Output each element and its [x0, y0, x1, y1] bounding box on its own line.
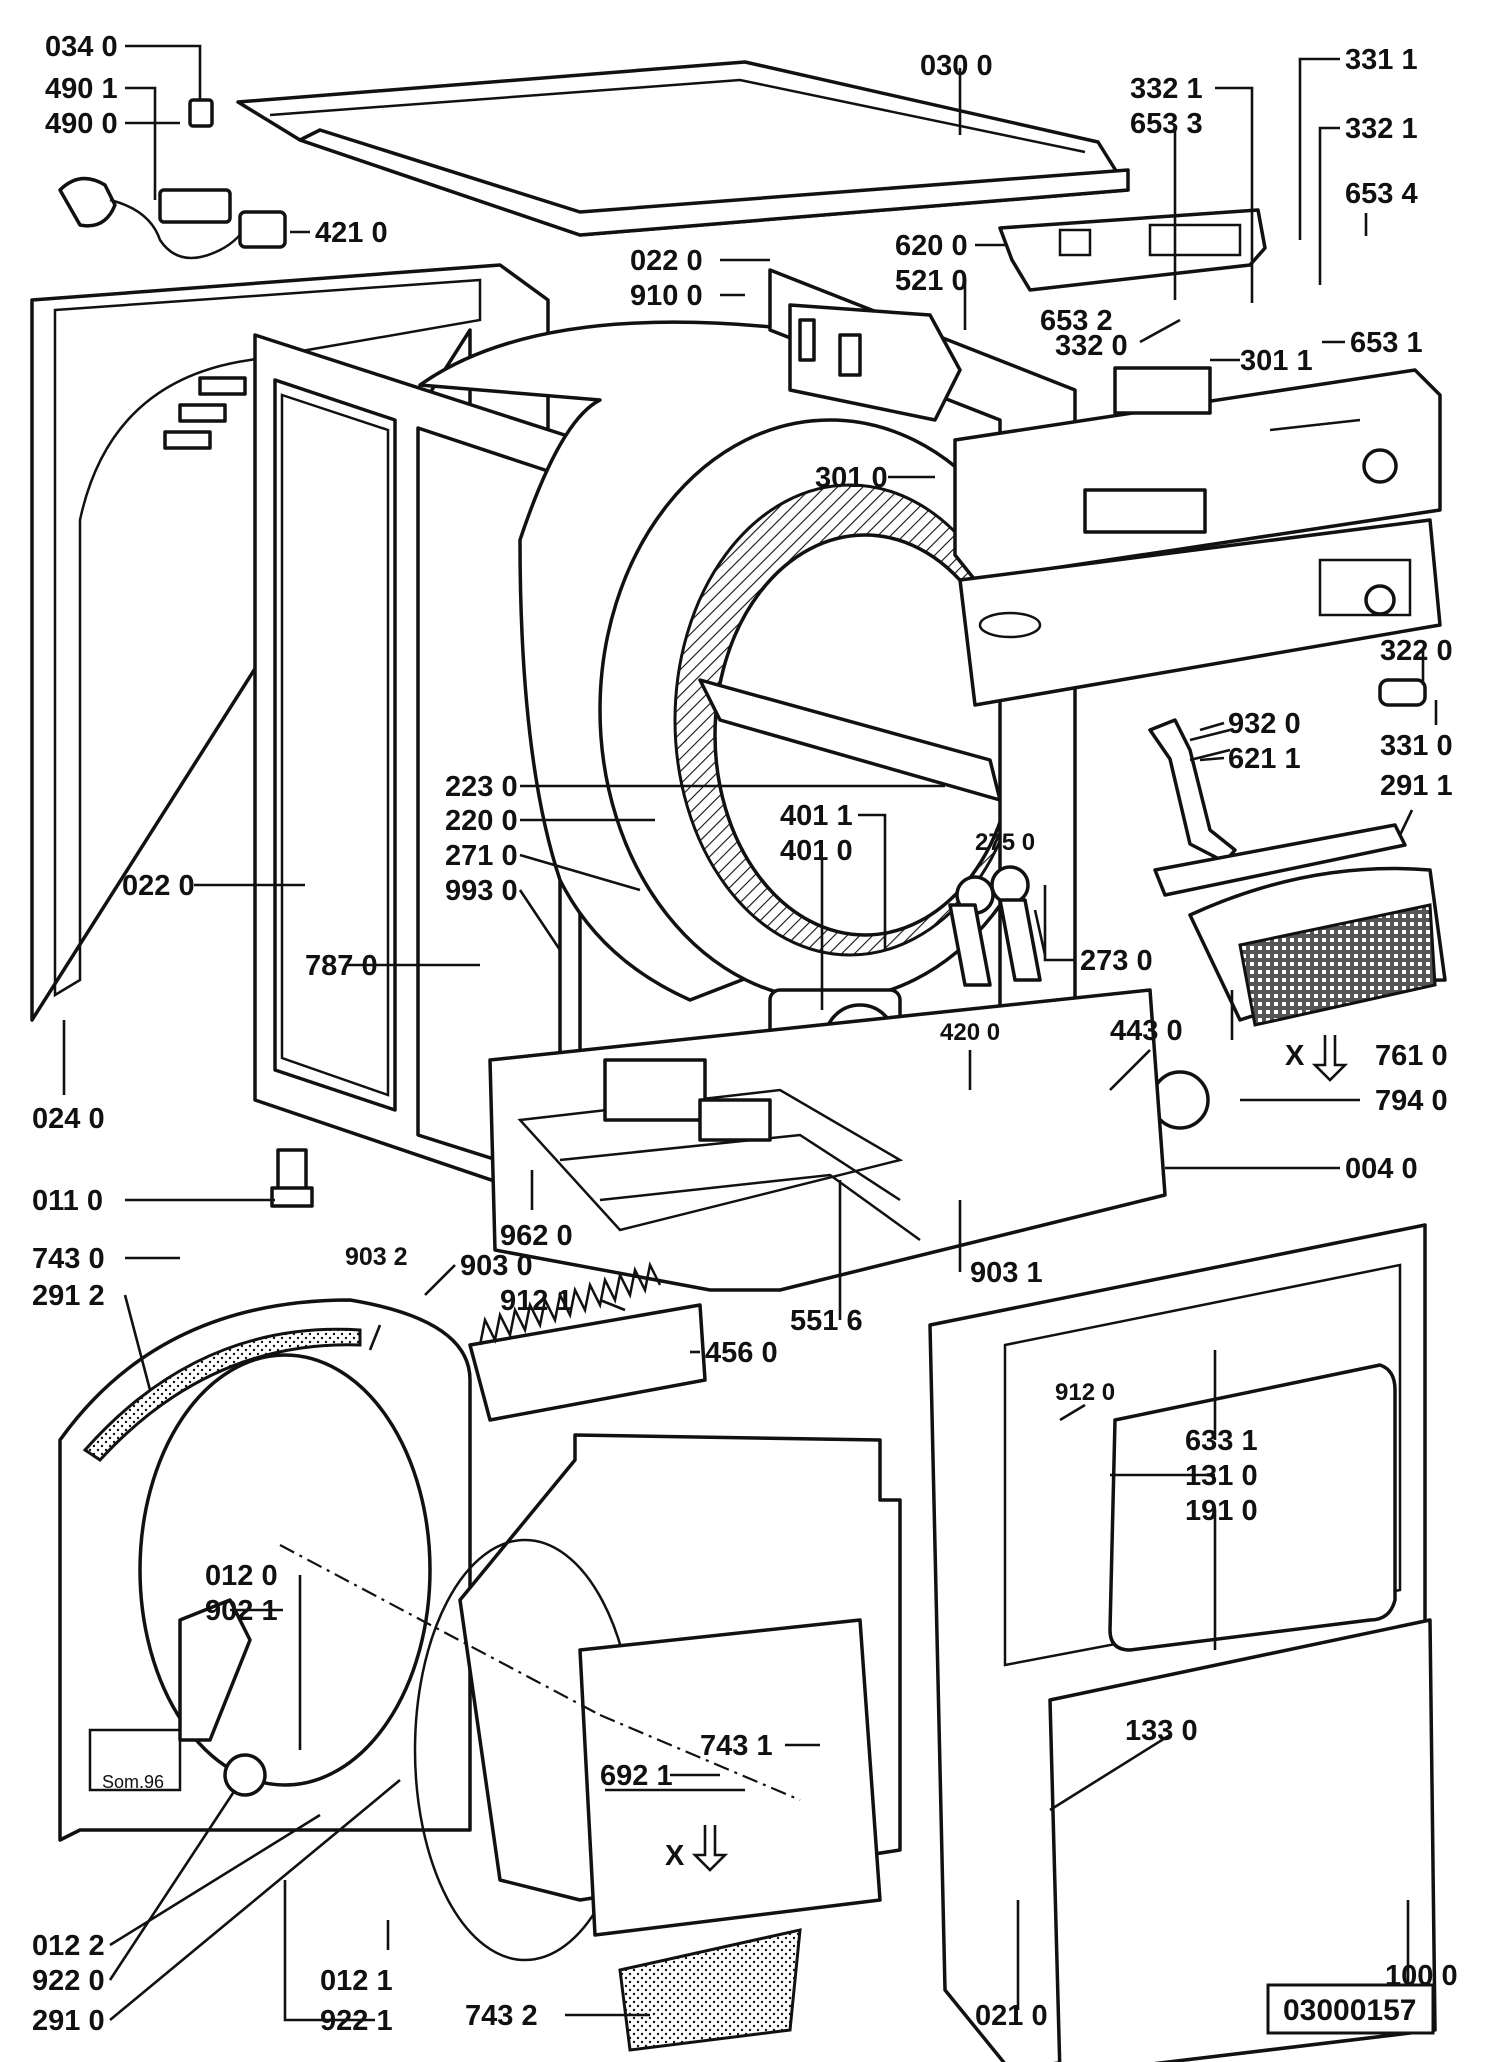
- marker-x-right: X: [1285, 1040, 1305, 1072]
- bolt: [270, 1148, 314, 1208]
- part-label: 903 2: [345, 1243, 408, 1271]
- part-label: 653 4: [1345, 178, 1418, 210]
- rear-bearing-shield: [58, 1298, 472, 1842]
- part-label: 291 1: [1380, 770, 1453, 802]
- part-label: 692 1: [600, 1760, 673, 1792]
- part-label: 012 0: [205, 1560, 278, 1592]
- part-label: 521 0: [895, 265, 968, 297]
- part-label: 024 0: [32, 1103, 105, 1135]
- part-label: 456 0: [705, 1337, 778, 1369]
- part-label: 490 0: [45, 108, 118, 140]
- part-label: 191 0: [1185, 1495, 1258, 1527]
- part-label: 332 1: [1345, 113, 1418, 145]
- part-label: 421 0: [315, 217, 388, 249]
- part-label: 620 0: [895, 230, 968, 262]
- part-label: 291 2: [32, 1280, 105, 1312]
- part-label: 301 1: [1240, 345, 1313, 377]
- part-label: 912 1: [500, 1285, 573, 1317]
- control-panel: [953, 366, 1442, 582]
- part-label: 761 0: [1375, 1040, 1448, 1072]
- lint-filter: [1153, 823, 1447, 1027]
- part-label: 012 2: [32, 1930, 105, 1962]
- part-label: 922 1: [320, 2005, 393, 2037]
- part-label: 653 1: [1350, 327, 1423, 359]
- part-label: 322 0: [1380, 635, 1453, 667]
- part-label: 401 1: [780, 800, 853, 832]
- part-label: 332 0: [1055, 330, 1128, 362]
- part-label: 022 0: [122, 870, 195, 902]
- drawing-number-box: 03000157: [1266, 1983, 1435, 2035]
- part-label: 902 1: [205, 1595, 278, 1627]
- part-label: 034 0: [45, 31, 118, 63]
- part-label: 621 1: [1228, 743, 1301, 775]
- part-label: 910 0: [630, 280, 703, 312]
- drawing-number: 03000157: [1283, 1994, 1416, 2027]
- power-cord-assembly: [58, 98, 287, 260]
- part-label: 331 0: [1380, 730, 1453, 762]
- part-label: 012 1: [320, 1965, 393, 1997]
- axis-lines: [279, 1544, 801, 1802]
- side-panel: [253, 333, 582, 1212]
- part-label: 787 0: [305, 950, 378, 982]
- direction-marker-right: X: [1285, 1035, 1349, 1082]
- part-label: 743 1: [700, 1730, 773, 1762]
- drum: [418, 320, 1083, 1002]
- part-label: 443 0: [1110, 1015, 1183, 1047]
- part-label: 004 0: [1345, 1153, 1418, 1185]
- part-label: 903 1: [970, 1257, 1043, 1289]
- part-label: 653 3: [1130, 108, 1203, 140]
- part-label: 301 0: [815, 462, 888, 494]
- part-labels: 034 0 490 1 490 0 421 0 030 0 022 0 910 …: [32, 31, 1458, 2037]
- tensioner: [948, 865, 1042, 987]
- part-label: 551 6: [790, 1305, 863, 1337]
- leader-lines: [62, 44, 1438, 2022]
- part-label: 223 0: [445, 771, 518, 803]
- front-fascia: [958, 518, 1442, 707]
- part-label: 133 0: [1125, 1715, 1198, 1747]
- part-label: 743 2: [465, 2000, 538, 2032]
- direction-marker-front: X: [665, 1825, 729, 1872]
- plate-text: Som.96: [102, 1772, 164, 1792]
- heater-element: [468, 1261, 707, 1422]
- part-label: 420 0: [940, 1019, 1000, 1046]
- part-label: 932 0: [1228, 708, 1301, 740]
- part-label: 332 1: [1130, 73, 1203, 105]
- part-label: 633 1: [1185, 1425, 1258, 1457]
- part-label: 743 0: [32, 1243, 105, 1275]
- part-label: 022 0: [630, 245, 703, 277]
- door-latch-lever: [1148, 718, 1237, 864]
- part-label: 021 0: [975, 2000, 1048, 2032]
- door-frame: [928, 1223, 1437, 2062]
- base-tray: [488, 988, 1167, 1292]
- part-label: 030 0: [920, 50, 993, 82]
- part-label: 993 0: [445, 875, 518, 907]
- part-label: 922 0: [32, 1965, 105, 1997]
- part-label: 794 0: [1375, 1085, 1448, 1117]
- part-label: 291 0: [32, 2005, 105, 2037]
- part-label: 962 0: [500, 1220, 573, 1252]
- part-label: 273 0: [1080, 945, 1153, 977]
- front-bearing-shield: [413, 1433, 902, 2052]
- control-bracket: [788, 303, 962, 422]
- part-label: 912 0: [1055, 1379, 1115, 1406]
- top-lid: [236, 60, 1130, 237]
- part-label: 011 0: [32, 1185, 103, 1217]
- part-label: 490 1: [45, 73, 118, 105]
- part-label: 903 0: [460, 1250, 533, 1282]
- part-label: 653 2: [1040, 305, 1113, 337]
- part-label: 131 0: [1185, 1460, 1258, 1492]
- part-label: 331 1: [1345, 44, 1418, 76]
- circuit-board: [998, 208, 1267, 292]
- part-label: 271 0: [445, 840, 518, 872]
- part-label: 401 0: [780, 835, 853, 867]
- part-label: 220 0: [445, 805, 518, 837]
- marker-x-front: X: [665, 1840, 685, 1872]
- part-label: 275 0: [975, 829, 1035, 856]
